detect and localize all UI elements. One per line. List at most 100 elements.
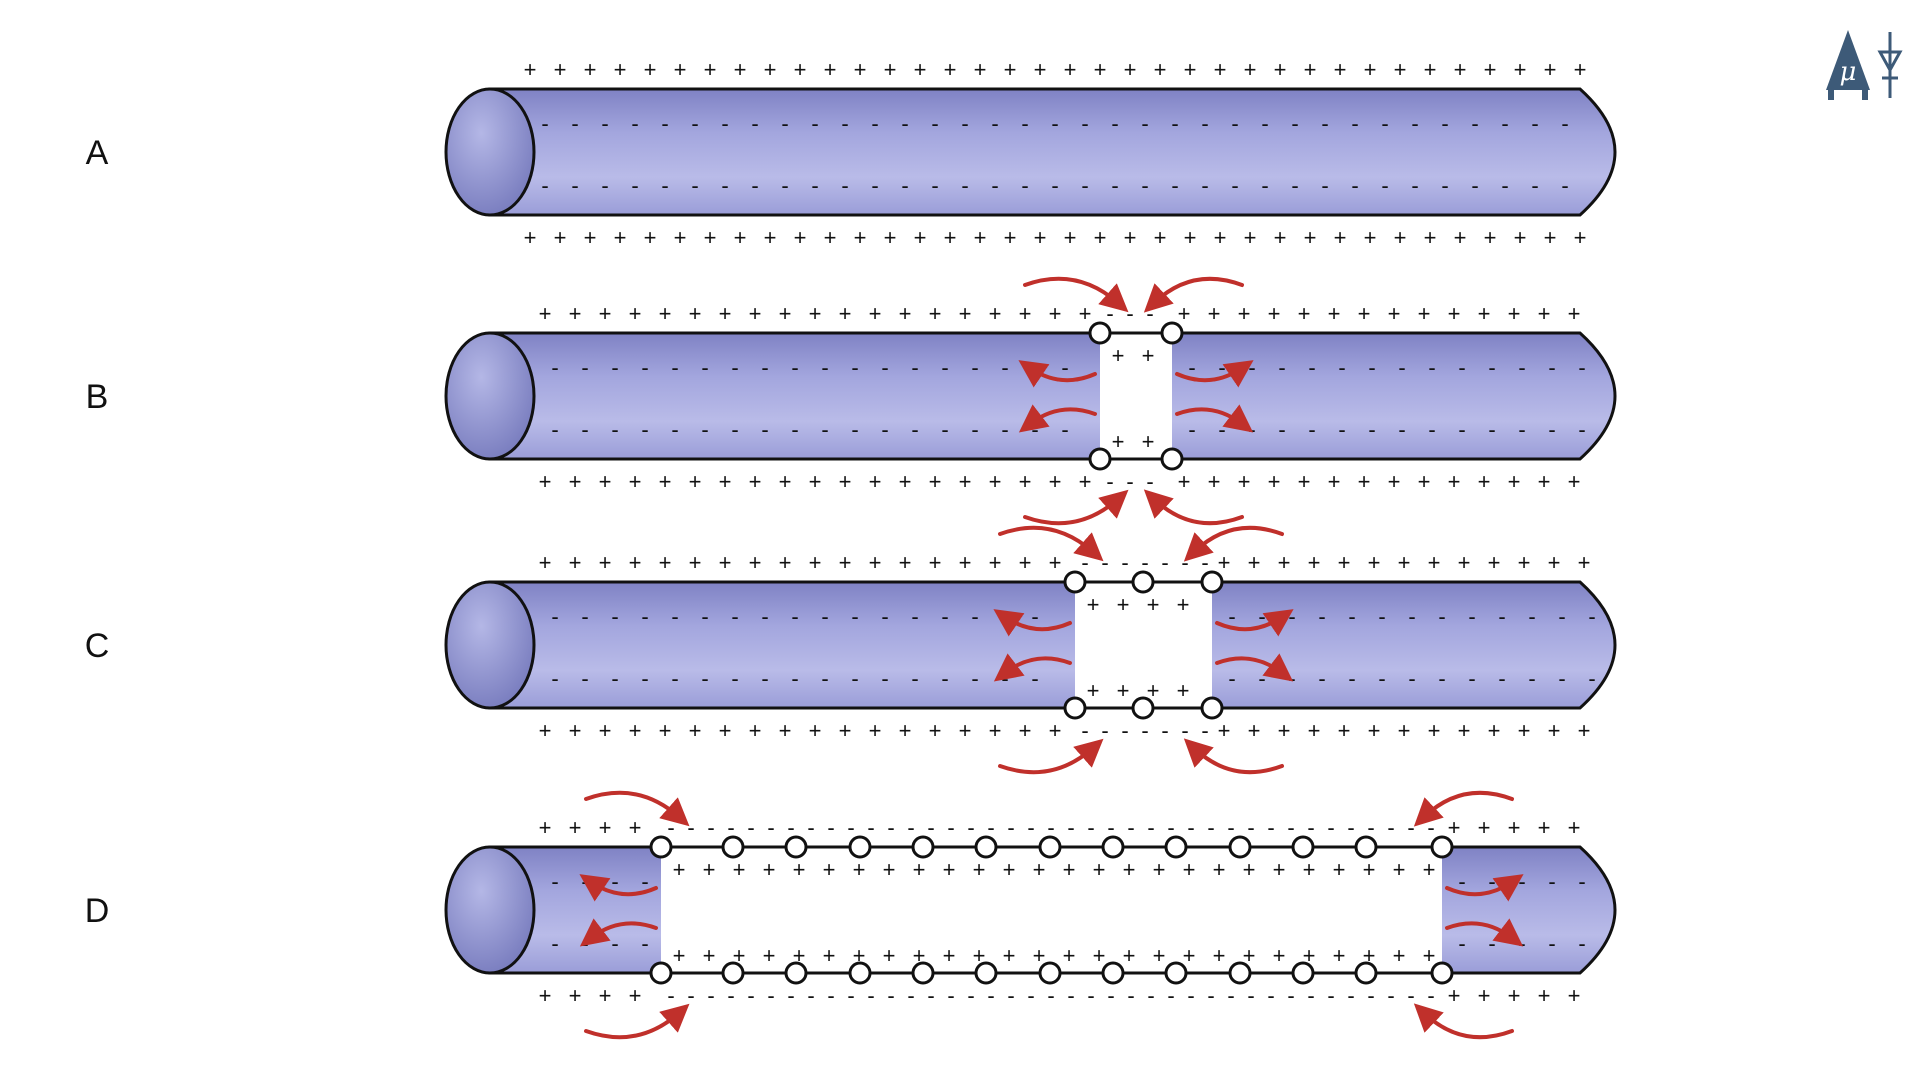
current-arrow bbox=[1175, 404, 1254, 433]
outer-positive-charge: + bbox=[839, 469, 852, 494]
panel-label-b: B bbox=[86, 378, 109, 416]
inner-negative-charge: - bbox=[1061, 355, 1068, 380]
inner-negative-charge: - bbox=[601, 173, 608, 198]
outer-positive-charge: + bbox=[1488, 718, 1501, 743]
outer-positive-charge: + bbox=[629, 469, 642, 494]
inner-negative-charge: - bbox=[641, 604, 648, 629]
membrane-node bbox=[649, 835, 673, 859]
outer-positive-charge: + bbox=[1034, 57, 1047, 82]
outer-positive-charge: + bbox=[854, 225, 867, 250]
inner-negative-charge: - bbox=[1498, 666, 1505, 691]
inner-negative-charge: - bbox=[1111, 111, 1118, 136]
membrane-node bbox=[1101, 961, 1125, 985]
inner-negative-charge: - bbox=[611, 604, 618, 629]
outer-negative-charge: - bbox=[1227, 983, 1234, 1008]
outer-negative-charge: - bbox=[1027, 983, 1034, 1008]
membrane-node bbox=[784, 961, 808, 985]
inner-negative-charge: - bbox=[941, 666, 948, 691]
inner-positive-charge: + bbox=[1213, 857, 1226, 882]
outer-positive-charge: + bbox=[1548, 550, 1561, 575]
inner-positive-charge: + bbox=[1333, 857, 1346, 882]
inner-negative-charge: - bbox=[611, 355, 618, 380]
outer-positive-charge: + bbox=[1398, 550, 1411, 575]
outer-positive-charge: + bbox=[1544, 225, 1557, 250]
outer-positive-charge: + bbox=[989, 718, 1002, 743]
membrane-node bbox=[1038, 961, 1062, 985]
outer-positive-charge: + bbox=[1478, 815, 1491, 840]
outer-positive-charge: + bbox=[539, 983, 552, 1008]
current-arrow bbox=[1183, 525, 1284, 562]
outer-negative-charge: - bbox=[667, 815, 674, 840]
outer-positive-charge: + bbox=[1364, 57, 1377, 82]
inner-negative-charge: - bbox=[841, 111, 848, 136]
inner-negative-charge: - bbox=[1378, 604, 1385, 629]
outer-positive-charge: + bbox=[1488, 550, 1501, 575]
inner-negative-charge: - bbox=[821, 604, 828, 629]
inner-negative-charge: - bbox=[1578, 931, 1585, 956]
outer-positive-charge: + bbox=[1124, 57, 1137, 82]
membrane-node bbox=[721, 961, 745, 985]
outer-positive-charge: + bbox=[614, 225, 627, 250]
inner-positive-charge: + bbox=[1087, 592, 1100, 617]
membrane-node bbox=[1354, 961, 1378, 985]
outer-negative-charge: - bbox=[1147, 815, 1154, 840]
inner-negative-charge: - bbox=[1348, 604, 1355, 629]
inner-positive-charge: + bbox=[733, 943, 746, 968]
outer-positive-charge: + bbox=[539, 469, 552, 494]
membrane-node bbox=[1291, 835, 1315, 859]
inner-positive-charge: + bbox=[1177, 678, 1190, 703]
outer-positive-charge: + bbox=[1478, 301, 1491, 326]
membrane-node bbox=[1291, 961, 1315, 985]
inner-negative-charge: - bbox=[1441, 173, 1448, 198]
outer-negative-charge: - bbox=[1287, 983, 1294, 1008]
outer-positive-charge: + bbox=[1358, 301, 1371, 326]
inner-negative-charge: - bbox=[761, 604, 768, 629]
inner-negative-charge: - bbox=[1031, 666, 1038, 691]
outer-positive-charge: + bbox=[779, 718, 792, 743]
inner-negative-charge: - bbox=[761, 666, 768, 691]
inner-negative-charge: - bbox=[1378, 666, 1385, 691]
inner-negative-charge: - bbox=[1501, 173, 1508, 198]
inner-positive-charge: + bbox=[1177, 592, 1190, 617]
outer-negative-charge: - bbox=[1267, 815, 1274, 840]
outer-negative-charge: - bbox=[1407, 983, 1414, 1008]
inner-negative-charge: - bbox=[911, 604, 918, 629]
outer-positive-charge: + bbox=[1518, 550, 1531, 575]
outer-positive-charge: + bbox=[1428, 550, 1441, 575]
inner-positive-charge: + bbox=[1183, 857, 1196, 882]
inner-positive-charge: + bbox=[1117, 678, 1130, 703]
inner-negative-charge: - bbox=[1218, 355, 1225, 380]
inner-negative-charge: - bbox=[1321, 111, 1328, 136]
inner-negative-charge: - bbox=[781, 173, 788, 198]
outer-positive-charge: + bbox=[1064, 57, 1077, 82]
inner-negative-charge: - bbox=[821, 666, 828, 691]
outer-positive-charge: + bbox=[839, 550, 852, 575]
current-arrow bbox=[1413, 790, 1514, 827]
outer-negative-charge: - bbox=[687, 815, 694, 840]
outer-positive-charge: + bbox=[1298, 301, 1311, 326]
outer-positive-charge: + bbox=[899, 718, 912, 743]
inner-negative-charge: - bbox=[1398, 417, 1405, 442]
outer-negative-charge: - bbox=[907, 815, 914, 840]
outer-positive-charge: + bbox=[1178, 469, 1191, 494]
inner-positive-charge: + bbox=[1123, 857, 1136, 882]
outer-positive-charge: + bbox=[959, 301, 972, 326]
outer-positive-charge: + bbox=[1334, 225, 1347, 250]
inner-negative-charge: - bbox=[1218, 417, 1225, 442]
inner-negative-charge: - bbox=[1111, 173, 1118, 198]
outer-negative-charge: - bbox=[1367, 983, 1374, 1008]
outer-positive-charge: + bbox=[1274, 225, 1287, 250]
outer-positive-charge: + bbox=[959, 550, 972, 575]
inner-positive-charge: + bbox=[793, 857, 806, 882]
membrane-node bbox=[1160, 321, 1184, 345]
inner-negative-charge: - bbox=[971, 604, 978, 629]
outer-positive-charge: + bbox=[1064, 225, 1077, 250]
inner-negative-charge: - bbox=[1498, 604, 1505, 629]
outer-positive-charge: + bbox=[1328, 469, 1341, 494]
outer-positive-charge: + bbox=[689, 469, 702, 494]
outer-positive-charge: + bbox=[599, 718, 612, 743]
membrane-node bbox=[1088, 321, 1112, 345]
outer-positive-charge: + bbox=[1544, 57, 1557, 82]
outer-positive-charge: + bbox=[1394, 225, 1407, 250]
inner-negative-charge: - bbox=[851, 355, 858, 380]
